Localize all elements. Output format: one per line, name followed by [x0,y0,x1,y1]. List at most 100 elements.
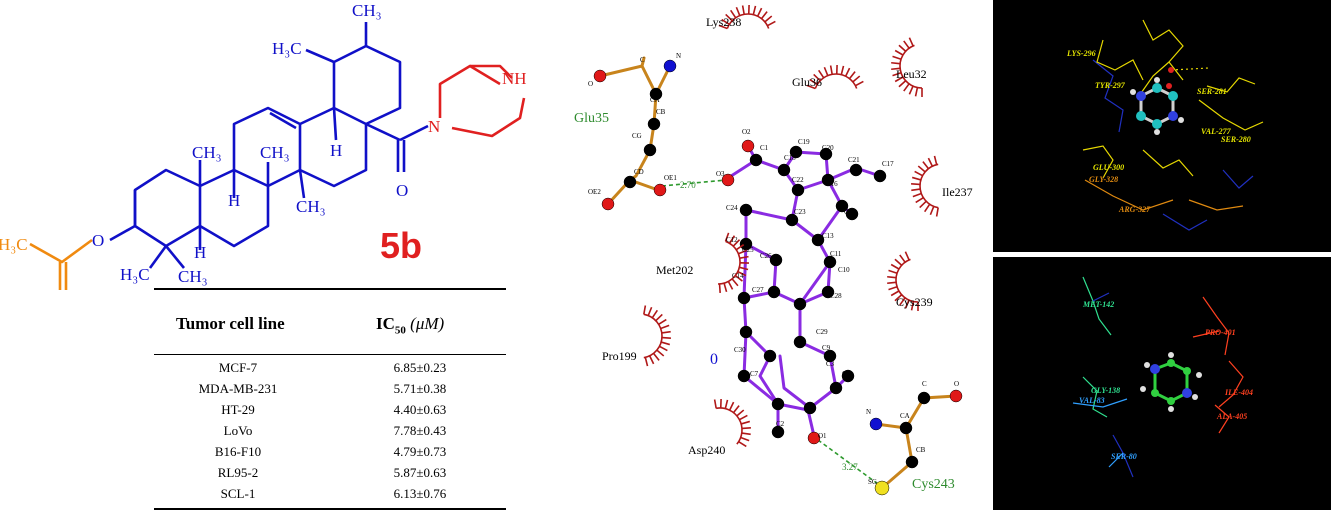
hydrophobic-arc-tick [911,184,920,185]
docking-view-bottom: MET-142 PRO-401 GLY-138 VAL-83 ILE-404 A… [993,257,1331,510]
cys-atom-ca: CA [900,412,910,420]
atom-h3c-bottom: H₃C [120,265,150,284]
table-cell-ic50: 6.13±0.76 [350,486,490,502]
ligand-atom-label: C23 [794,208,806,216]
hydrophobic-arc-tick [656,314,662,320]
atom-o-ester: O [92,231,104,250]
dock2-label-pro401: PRO-401 [1205,328,1236,337]
hydrophobic-arc-tick [928,158,932,166]
center-label: 0 [710,351,718,368]
cys-atom-o: O [954,380,959,388]
ligand-atom-label: C25 [742,246,754,254]
table-bottom-rule [154,508,506,510]
glu-atom-oe2: OE2 [588,188,601,196]
dock1-label-glu300: GLU-300 [1093,163,1124,172]
hydrophobic-arc-tick [737,410,744,416]
hydrophobic-arc-tick [846,68,850,76]
hydrophobic-arc-tick [720,284,721,293]
docking-view-top: LYS-296 TYR-297 SER-281 VAL-277 SER-280 … [993,0,1331,252]
hydrophobic-arc-tick [662,338,671,339]
ligand-atom-label: C24 [726,204,738,212]
hydrophobic-arc-tick [753,6,755,15]
hydrophobic-arc-tick [654,353,660,360]
glu-atom-c: C [640,56,645,64]
glu-atom-ca: CA [650,96,660,104]
ligand-atom-label: C10 [838,266,850,274]
hydrophobic-arc-tick [887,282,896,283]
ligplot-diagram: Lys238 Glu36 Leu32 Ile237 Cys239 Met202 … [560,0,990,510]
ligand-atom-label: C17 [882,160,894,168]
hydrophobic-arc-tick [741,421,750,423]
hydrophobic-arc-tick [648,307,651,315]
hydrophobic-arc-tick [912,177,921,179]
hydrophobic-arc-tick [758,8,762,16]
dock1-label-lys296: LYS-296 [1066,49,1096,58]
table-cell-cell-line: MDA-MB-231 [150,381,326,397]
ligand-atom-label: C11 [830,250,842,258]
col-header-cell-line: Tumor cell line [176,314,285,334]
hydrophobic-arc-tick [889,270,898,273]
ligand-atom-label: C3 [826,360,835,368]
table-cell-ic50: 7.78±0.43 [350,423,490,439]
hydrophobic-arc-tick [893,56,902,59]
hydrophobic-arc-tick [715,399,717,408]
hydrophobic-arc-tick [913,194,921,197]
hydrophobic-arc-tick [742,428,751,429]
hydrophobic-arc-tick [850,72,856,79]
hydrophobic-arc-tick [900,255,905,262]
hydrophobic-arc-tick [937,208,939,217]
hydrophobic-arc-tick [891,265,899,270]
hydrophobic-arc-tick [662,332,671,333]
hydrophobic-arc-tick [918,166,925,172]
hydrophobic-arc-tick [743,5,745,14]
hydrophobic-arc-tick [853,76,860,82]
table-cell-ic50: 5.71±0.38 [350,381,490,397]
hydrophobic-arc-tick [841,66,843,75]
ligand-atom-label: C14 [732,272,744,280]
hydrophobic-arc-tick [925,204,930,211]
dock1-label-ser280: SER-280 [1221,135,1251,144]
ligand-atom-label: C16 [826,180,838,188]
ligand-atom-label: C13 [822,232,834,240]
cys-atom-c: C [922,380,927,388]
hydrophobic-arc-tick [739,415,747,419]
ligand-atom-label: C9 [822,344,831,352]
dock1-label-tyr297: TYR-297 [1095,81,1126,90]
atom-ch3-bottom: CH₃ [178,267,208,286]
ligand-atom-label: C28 [830,292,842,300]
hydrophobic-arc-tick [909,38,913,46]
hydrophobic-arc-tick [741,438,749,441]
table-cell-cell-line: HT-29 [150,402,326,418]
dock2-label-val83: VAL-83 [1079,396,1105,405]
ligand-atom-label: C21 [848,156,860,164]
atom-ch3-ring1: CH₃ [192,143,222,162]
residue-cys243: Cys243 [912,477,955,492]
dock2-label-ile404: ILE-404 [1224,388,1253,397]
atom-ch3-top: CH₃ [352,1,382,20]
ligand-atom-label: O2 [742,128,751,136]
compound-label: 5b [380,225,422,266]
ligand-atom-label: C30 [734,346,746,354]
ligand-atom-label: C26 [760,252,772,260]
hydrophobic-arc-tick [740,257,749,259]
hydrophobic-arc-tick [742,433,751,434]
ligand-atom-label: C19 [798,138,810,146]
ligand-atom-label: C1 [760,144,769,152]
ligand-atom-label: C12 [726,236,738,244]
hydrophobic-arc-tick [887,277,896,278]
ic50-main: IC [376,314,395,333]
hbond-distance-2: 3.27 [842,462,858,472]
ligand-atom-label: C20 [822,144,834,152]
hydrophobic-arc-tick [725,400,727,409]
residue-glu35: Glu35 [574,111,609,126]
docking-top-svg: LYS-296 TYR-297 SER-281 VAL-277 SER-280 … [993,0,1331,252]
hydrophobic-arc-tick [920,201,926,207]
residue-pro199: Pro199 [602,349,637,363]
cys-atom-sg: SG [868,478,877,486]
cys-atom-cb: CB [916,446,926,454]
glu-atom-cg: CG [632,132,642,140]
hydrophobic-arc-tick [930,206,933,214]
dock2-label-ala405: ALA-405 [1216,412,1247,421]
hydrophobic-arc-tick [644,305,646,314]
